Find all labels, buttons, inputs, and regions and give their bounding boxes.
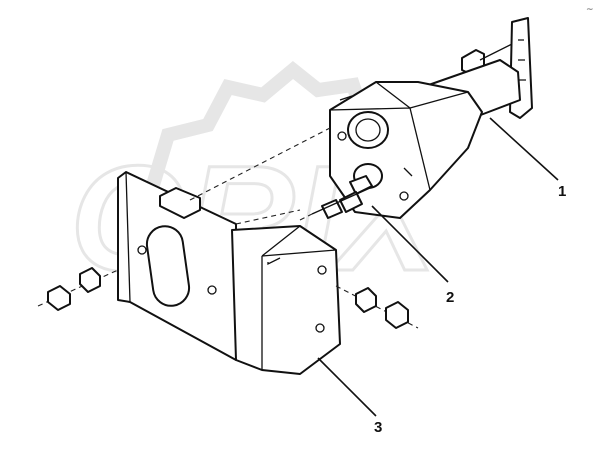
bolt-shank: [311, 187, 371, 215]
bolt-nut-b: [321, 199, 343, 219]
callout-2-label: 2: [446, 289, 454, 306]
plate-stud: [159, 187, 201, 219]
shield-box: [231, 225, 341, 375]
callout-1: 1: [489, 117, 566, 200]
callout-1-label: 1: [558, 183, 566, 200]
plate-edge: [125, 171, 131, 303]
left-nut-inner: [79, 267, 101, 293]
bolt-washer: [349, 175, 373, 195]
shield-edges: [261, 225, 337, 370]
upper-bolt-shank: [479, 43, 513, 61]
middle-axis-line: [235, 209, 301, 225]
callout-3: 3: [317, 357, 382, 436]
right-nut-pair: [335, 285, 419, 329]
left-nut-outer: [47, 285, 71, 311]
plate-hole-right: [207, 285, 217, 295]
left-nut-pair: [37, 267, 119, 311]
bolt-nut-set: [299, 175, 373, 221]
shield-hole-bottom: [315, 323, 325, 333]
left-axis-line: [37, 269, 119, 307]
callout-3-label: 3: [374, 419, 382, 436]
bracket-hole-left: [337, 131, 347, 141]
corner-mark: ~: [586, 5, 594, 15]
bracket-hole-right: [399, 191, 409, 201]
gear-watermark-icon: [141, 60, 372, 204]
callout-2-leader: [371, 205, 449, 283]
shield-corner: [267, 257, 281, 266]
bolt-axis: [299, 213, 313, 221]
right-nut-outer: [385, 301, 409, 329]
bracket-bolt-marks: [339, 95, 413, 177]
plate-slot: [145, 225, 191, 307]
callout-2: 2: [371, 205, 454, 306]
plate-hole-left: [137, 245, 147, 255]
bracket-edges: [329, 81, 469, 191]
callout-1-leader: [489, 117, 559, 181]
right-nut-inner: [355, 287, 377, 313]
bracket-bore-inner: [355, 118, 381, 142]
bracket-bore: [347, 111, 389, 149]
mounting-plate-with-shield: [117, 171, 341, 375]
bolt-nut-a: [339, 191, 363, 213]
shield-hole-top: [317, 265, 327, 275]
callout-3-leader: [317, 357, 377, 417]
